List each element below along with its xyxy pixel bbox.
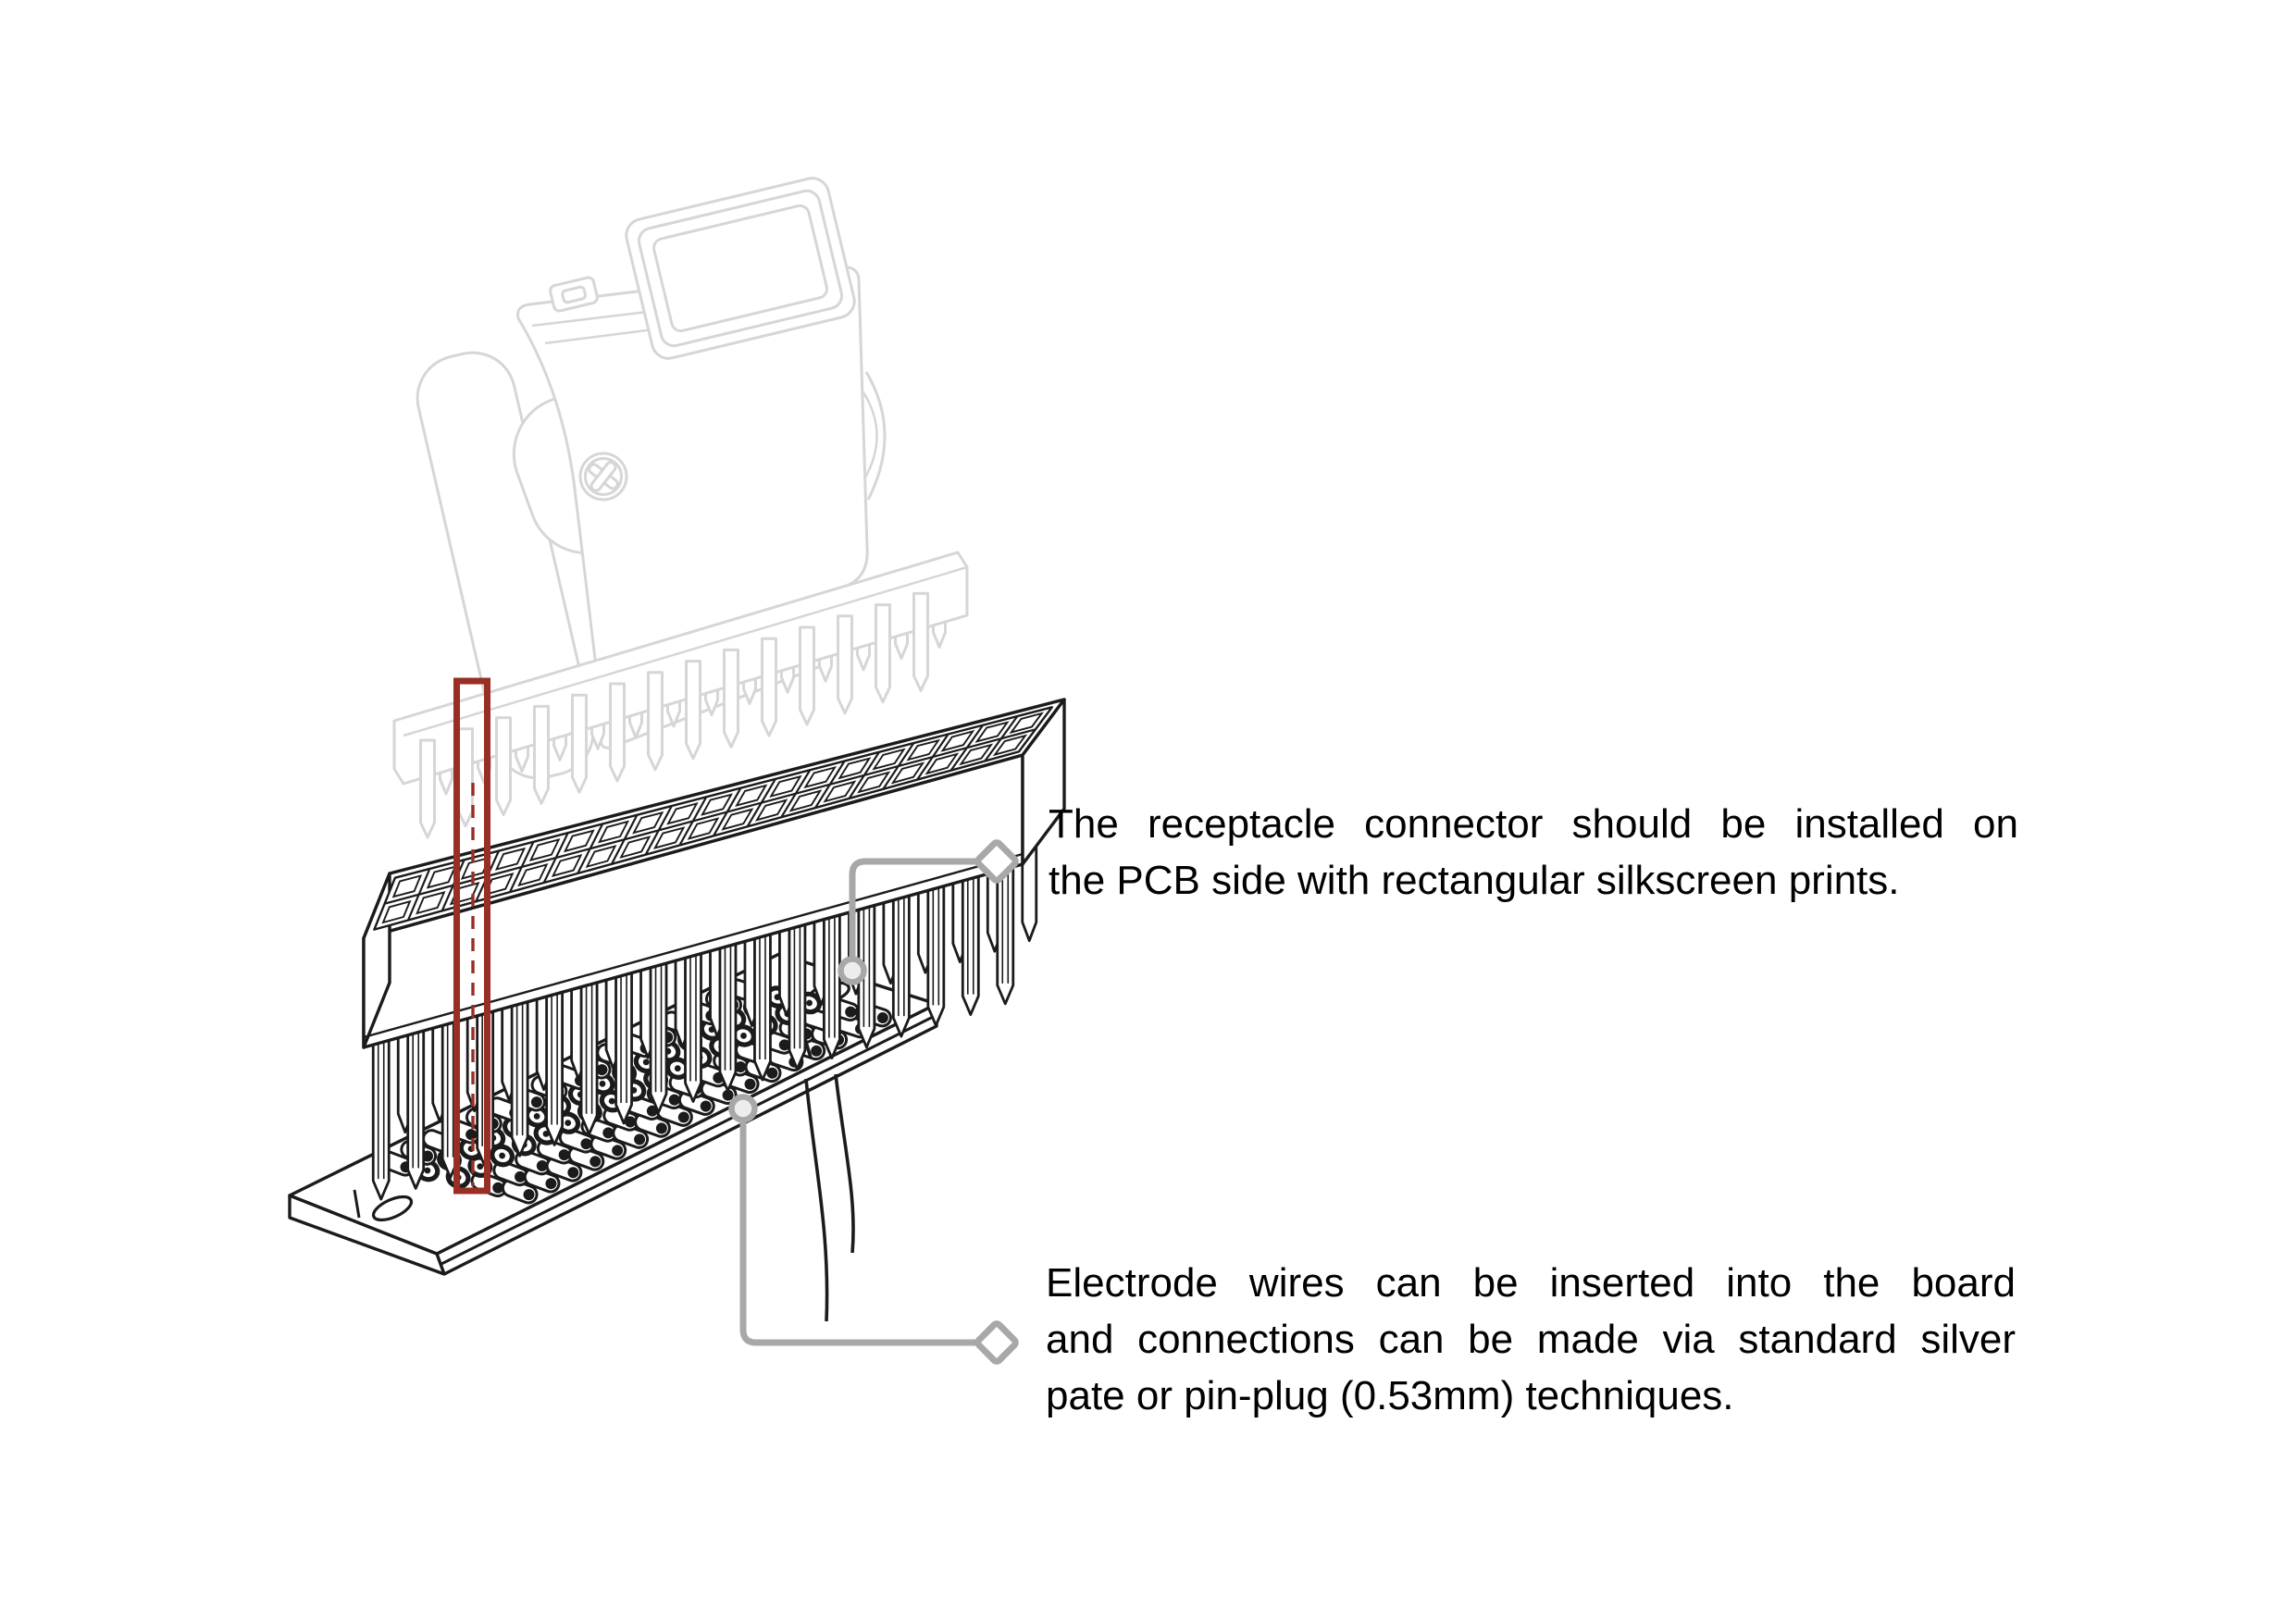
ghost-connector-group	[392, 177, 969, 839]
socket-opening	[940, 729, 975, 752]
ghost-right-ear-arc-inner	[862, 391, 878, 478]
receptacle-right-end	[1021, 698, 1066, 866]
electrode-note-line-3: pate or pin-plug (0.53mm) techniques.	[1046, 1373, 1734, 1418]
electrode-wire-1	[804, 1078, 829, 1322]
socket-opening	[687, 817, 720, 840]
socket-opening	[890, 761, 925, 785]
leader-path	[739, 1114, 979, 1346]
ghost-front-pins	[419, 591, 929, 839]
socket-opening	[906, 738, 941, 761]
socket-opening	[416, 890, 446, 915]
leader-diamond-endpoint	[974, 839, 1019, 884]
screw-phillips-cross	[588, 461, 619, 492]
leader-anchor-circle	[838, 956, 867, 985]
ghost-flange	[416, 351, 595, 780]
socket-opening	[925, 752, 960, 775]
pcb-left-tick	[353, 1189, 361, 1219]
socket-opening	[769, 774, 802, 799]
socket-opening	[788, 789, 823, 812]
highlight-box	[453, 677, 490, 1195]
socket-opening	[391, 874, 423, 898]
socket-opening	[823, 780, 857, 803]
socket-opening	[754, 799, 788, 822]
socket-opening	[517, 863, 549, 887]
socket-opening	[551, 854, 583, 878]
socket-opening	[494, 847, 527, 871]
leader-anchor-circle	[728, 1094, 758, 1123]
ghost-screw	[578, 452, 628, 501]
silkscreen-pill	[567, 1145, 605, 1171]
pcb-mounting-hole-left	[371, 1195, 414, 1222]
socket-opening	[701, 793, 734, 816]
leader-path	[849, 858, 979, 968]
ghost-right-ear-arc	[864, 371, 887, 501]
socket-opening	[838, 757, 872, 780]
socket-opening	[992, 734, 1028, 757]
socket-opening	[666, 802, 699, 825]
socket-opening	[597, 820, 630, 844]
socket-opening	[735, 784, 768, 807]
socket-opening	[1009, 712, 1045, 735]
electrode-note-line-2: and connections can be made via standard…	[1046, 1317, 2016, 1362]
socket-opening	[528, 838, 561, 862]
socket-opening	[803, 765, 838, 789]
socket-opening	[857, 771, 891, 794]
highlight-column-group	[453, 677, 490, 1195]
ghost-latch	[549, 276, 599, 313]
leader-line-electrode-note	[728, 1094, 1019, 1365]
socket-opening	[721, 808, 754, 831]
socket-opening	[619, 836, 652, 860]
socket-opening	[974, 721, 1010, 743]
ghost-tube	[625, 177, 856, 360]
socket-opening	[563, 829, 595, 853]
electrode-note: Electrode wires can be inserted into the…	[1046, 1255, 2016, 1424]
receptacle-group	[362, 698, 1066, 1201]
socket-opening	[872, 748, 906, 771]
socket-opening	[381, 899, 412, 924]
pcb-edge-chamfer	[441, 1013, 937, 1266]
receptacle-note: The receptacle connector should be insta…	[1049, 796, 2018, 909]
socket-opening	[585, 845, 617, 869]
electrode-wire-2	[834, 1073, 855, 1254]
silkscreen-pill	[492, 1160, 530, 1187]
receptacle-note-line-2: the PCB side with rectangular silkscreen…	[1049, 858, 1900, 903]
receptacle-grid	[373, 706, 1054, 931]
receptacle-note-line-1: The receptacle connector should be insta…	[1049, 801, 2018, 847]
silkscreen-pill	[536, 1138, 574, 1165]
leader-diamond-endpoint	[974, 1320, 1019, 1365]
electrode-note-line-1: Electrode wires can be inserted into the…	[1046, 1260, 2016, 1306]
ghost-tube-opening	[652, 204, 828, 333]
receptacle-front-pins	[371, 861, 1015, 1201]
leader-line-receptacle-note	[838, 839, 1019, 985]
socket-opening	[652, 826, 686, 849]
socket-opening	[632, 811, 664, 835]
socket-opening	[959, 743, 994, 766]
